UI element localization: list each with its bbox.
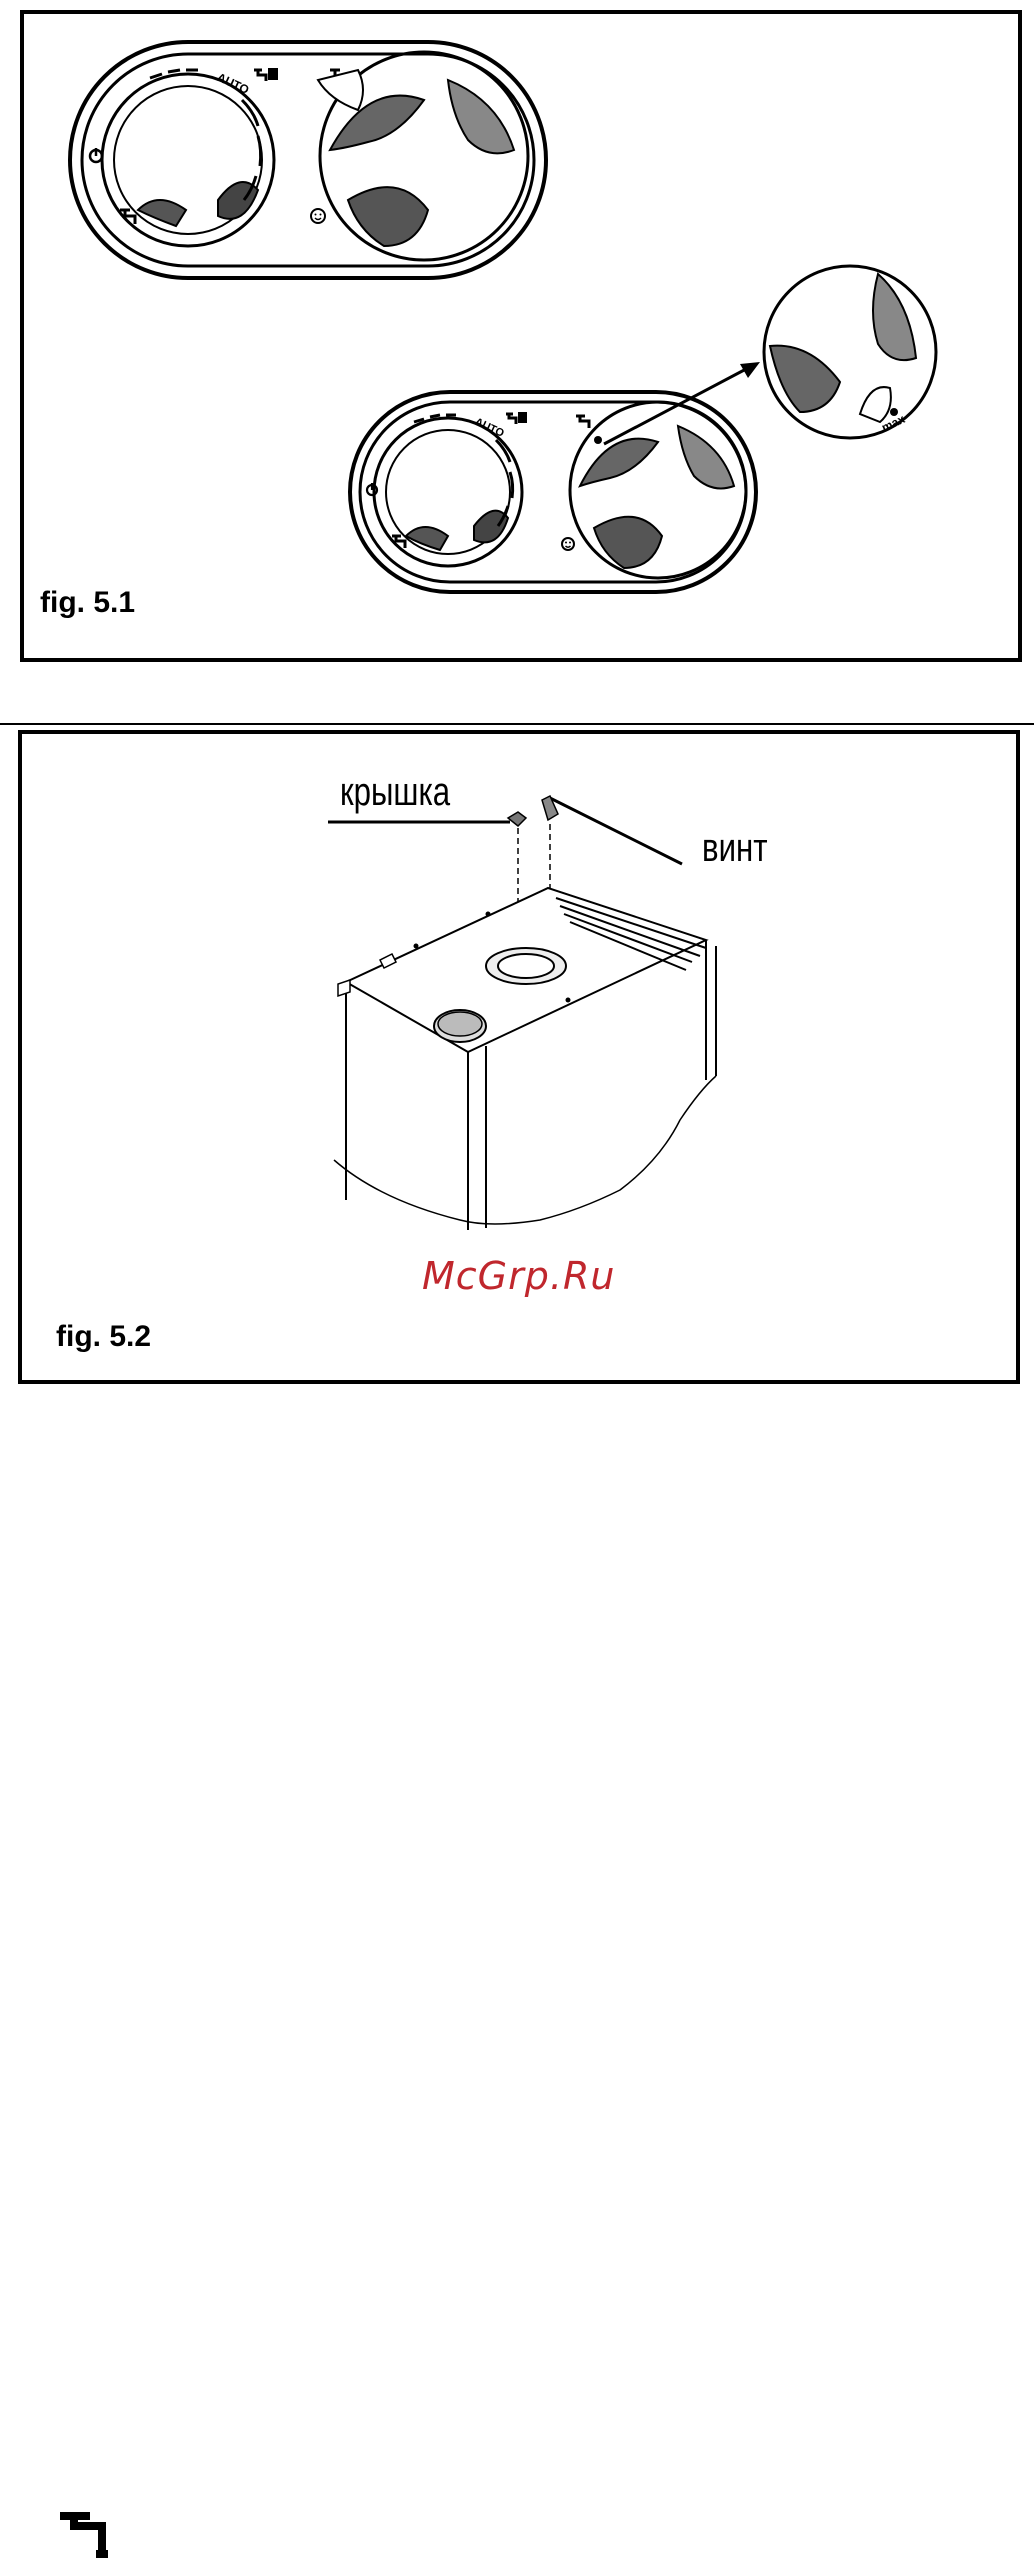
control-panel-illustration-1: AUTO xyxy=(68,40,548,280)
section-divider xyxy=(0,723,1034,725)
radiator-icon xyxy=(268,68,278,80)
auto-label: AUTO xyxy=(473,416,507,440)
figure-caption-5-1: fig. 5.1 xyxy=(40,586,135,620)
boiler-illustration xyxy=(320,780,740,1240)
magnified-detail-illustration: max xyxy=(760,262,940,442)
watermark-text: McGrp.Ru xyxy=(422,1254,615,1298)
power-icon xyxy=(90,148,102,162)
radiator-icon xyxy=(518,412,527,423)
tap-icon xyxy=(506,414,516,424)
smiley-icon xyxy=(562,538,574,550)
tap-icon xyxy=(576,416,589,428)
figure-caption-5-2: fig. 5.2 xyxy=(56,1320,151,1354)
arrow-icon xyxy=(600,360,770,450)
tap-icon xyxy=(62,2510,114,2562)
smiley-icon xyxy=(311,209,325,223)
tap-icon xyxy=(254,70,266,81)
